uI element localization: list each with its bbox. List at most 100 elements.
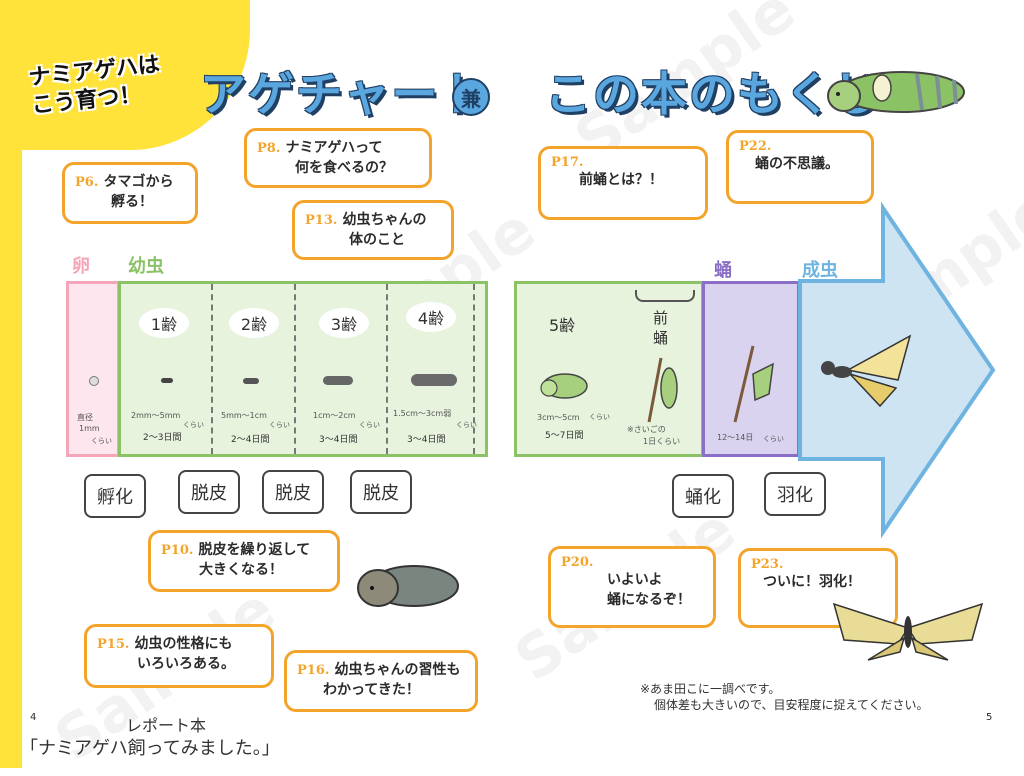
toc-title-line2: 蛹になるぞ！ (607, 592, 691, 608)
size-range: 1cm～2cm (313, 411, 356, 420)
prepupa-label-line1: 前 (653, 309, 669, 327)
egg-size-label: 直径 (77, 413, 93, 422)
duration: 2～4日間 (231, 435, 270, 445)
book-title-line1: レポート本 (126, 716, 207, 735)
egg-illustration (89, 376, 99, 386)
toc-bubble-p13[interactable]: P13. 幼虫ちゃんの 体のこと (292, 200, 454, 260)
toc-title-line1: 幼虫ちゃんの習性も (334, 662, 461, 678)
larva-5-illustration (540, 373, 588, 399)
toc-title-line2: 何を食べるの？ (295, 160, 393, 176)
pupa-stage-box: 12～14日 くらい (702, 281, 800, 457)
toc-bubble-p10[interactable]: P10. 脱皮を繰り返して 大きくなる！ (148, 530, 340, 592)
hatch-label: 孵化 (84, 474, 146, 518)
footnote-line1: ※あま田こに一調べです。 (640, 682, 781, 696)
larva-5-prepupa-box: 5齢 3cm～5cm くらい 5～7日間 前 蛹 ※さいごの 1日くらい (514, 281, 704, 457)
instar-label: 5齢 (549, 316, 576, 335)
prepupa-note: ※さいごの (627, 425, 666, 434)
toc-page-number: P17. (551, 155, 584, 170)
prepupa-illustration (647, 357, 678, 423)
toc-bubble-p15[interactable]: P15. 幼虫の性格にも いろいろある。 (84, 624, 274, 688)
toc-bubble-p22[interactable]: P22. 蛹の不思議。 (726, 130, 874, 204)
caterpillar-gray-illustration (357, 565, 459, 607)
pupa-duration: 12～14日 (717, 433, 754, 442)
larva-instars-box: 1齢 2齢 3齢 4齢 2mm～5mm くらい 5mm～1cm くらい 1cm～… (118, 281, 488, 457)
molt-label: 脱皮 (178, 470, 240, 514)
toc-bubble-p8[interactable]: P8. ナミアゲハって 何を食べるの？ (244, 128, 432, 188)
butterfly-spread-illustration (832, 602, 984, 661)
prepupa-label-line2: 蛹 (653, 329, 669, 347)
toc-bubble-p20[interactable]: P20. いよいよ 蛹になるぞ！ (548, 546, 716, 628)
pupa-illustration (733, 345, 774, 423)
page-number-left: 4 (30, 712, 37, 723)
larva-1-illustration (161, 378, 173, 383)
toc-page-number: P16. (297, 663, 330, 678)
toc-title-line2: いろいろある。 (137, 656, 235, 672)
size-range: 5mm～1cm (221, 411, 267, 420)
toc-page-number: P20. (561, 555, 594, 570)
prepupa-note: 1日くらい (643, 437, 681, 446)
size-range: 3cm～5cm (537, 413, 580, 422)
egg-size-value: 1mm (79, 424, 100, 433)
toc-page-number: P22. (739, 139, 772, 154)
prepupa-brace (635, 290, 695, 302)
larva-3-illustration (323, 376, 353, 385)
toc-page-number: P8. (257, 141, 281, 156)
toc-bubble-p6[interactable]: P6. タマゴから 孵る！ (62, 162, 198, 224)
molt-divider (473, 284, 475, 454)
instar-label: 4齢 (406, 302, 456, 332)
toc-bubble-p16[interactable]: P16. 幼虫ちゃんの習性も わかってきた！ (284, 650, 478, 712)
toc-title-line1: いよいよ (607, 572, 663, 588)
stage-label-adult: 成虫 (802, 260, 838, 281)
size-range: 1.5cm～3cm弱 (393, 409, 452, 418)
size-ruby: くらい (589, 413, 610, 421)
prepupa-label: 前 蛹 (653, 308, 668, 348)
caterpillar-illustration (827, 71, 965, 113)
size-ruby: くらい (456, 421, 477, 429)
size-ruby: くらい (269, 421, 290, 429)
toc-title-line1: ついに！羽化！ (763, 574, 861, 590)
book-title-line2: 「ナミアゲハ飼ってみました。」 (20, 738, 280, 759)
instar-label: 1齢 (139, 308, 189, 338)
larva-2-illustration (243, 378, 259, 384)
molt-divider (386, 284, 388, 454)
toc-title-line1: 幼虫ちゃんの (342, 212, 427, 228)
chart-title: アゲチャート (200, 67, 488, 121)
eclosion-label: 羽化 (764, 472, 826, 516)
size-ruby: くらい (359, 421, 380, 429)
egg-stage-box: 直径 1mm くらい (66, 281, 120, 457)
toc-title-line1: 前蛹とは？！ (579, 172, 663, 188)
molt-label: 脱皮 (262, 470, 324, 514)
duration: 5～7日間 (545, 431, 584, 441)
toc-title-line1: 幼虫の性格にも (134, 636, 233, 652)
toc-title-line2: 大きくなる！ (199, 562, 283, 578)
toc-title-line2: 孵る！ (111, 194, 153, 210)
toc-page-number: P13. (305, 213, 338, 228)
butterfly-illustration (821, 334, 912, 408)
molt-divider (211, 284, 213, 454)
toc-title: この本のもくじ (545, 67, 881, 121)
stage-label-larva: 幼虫 (128, 256, 164, 277)
size-range: 2mm～5mm (131, 411, 181, 420)
larva-4-illustration (411, 374, 457, 386)
toc-title-line2: わかってきた！ (323, 682, 420, 698)
pupation-label: 蛹化 (672, 474, 734, 518)
duration: 3～4日間 (407, 435, 446, 445)
toc-bubble-p17[interactable]: P17. 前蛹とは？！ (538, 146, 708, 220)
molt-label: 脱皮 (350, 470, 412, 514)
toc-bubble-p23[interactable]: P23. ついに！羽化！ (738, 548, 898, 628)
size-ruby: くらい (183, 421, 204, 429)
title-connector-badge: 兼 (452, 78, 490, 116)
molt-divider (294, 284, 296, 454)
duration: 3～4日間 (319, 435, 358, 445)
instar-label: 3齢 (319, 308, 369, 338)
duration: 2～3日間 (143, 433, 182, 443)
toc-title-line2: 体のこと (349, 232, 405, 248)
toc-page-number: P15. (97, 637, 130, 652)
toc-title-line1: ナミアゲハって (285, 140, 383, 156)
toc-page-number: P6. (75, 175, 99, 190)
egg-size-ruby: くらい (91, 437, 112, 445)
toc-page-number: P10. (161, 543, 194, 558)
stage-label-egg: 卵 (72, 256, 90, 277)
instar-label: 2齢 (229, 308, 279, 338)
yellow-side-stripe (0, 0, 22, 768)
